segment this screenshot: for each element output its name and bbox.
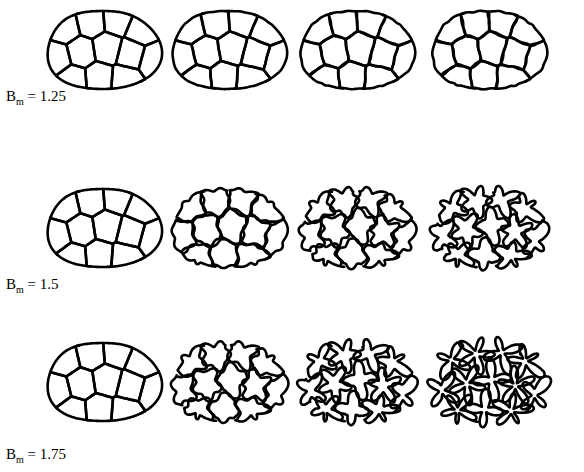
cell-cluster [173, 11, 288, 89]
cell-cluster [297, 339, 418, 425]
cell-outline [362, 65, 398, 89]
parameter-label: Bm = 1.75 [4, 446, 68, 463]
parameter-value: = 1.75 [24, 446, 66, 462]
cell-outline [124, 347, 158, 378]
cell-outline [493, 393, 534, 424]
cell-cluster [430, 186, 549, 270]
symbol-letter: B [6, 88, 16, 104]
cell-outline [124, 15, 158, 46]
cell-outline [235, 244, 271, 267]
parameter-label: Bm = 1.25 [4, 88, 68, 105]
cell-outline [312, 243, 344, 266]
parameter-label: Bm = 1.5 [4, 276, 61, 293]
cell-outline [109, 242, 145, 266]
cell-outline [234, 65, 270, 89]
symbol-subscript: m [16, 284, 24, 295]
cell-outline [109, 64, 145, 88]
cell-outline [250, 15, 284, 45]
symbol-letter: B [6, 276, 16, 292]
cell-outline [391, 219, 416, 259]
cell-outline [444, 243, 477, 267]
symbol-subscript: m [16, 454, 24, 465]
cell-outline [459, 337, 494, 374]
cell-cluster [172, 188, 288, 268]
cell-outline [363, 243, 399, 268]
cell-outline [495, 242, 532, 269]
cell-outline [390, 375, 418, 412]
cell-outline [85, 239, 113, 267]
cell-outline [379, 194, 412, 222]
cell-outline [209, 393, 239, 424]
cell-outline [210, 61, 237, 89]
cell-outline [441, 395, 477, 424]
cell-outline [85, 61, 113, 89]
cell-outline [193, 215, 221, 247]
cell-cluster [171, 341, 288, 423]
cell-outline [263, 373, 288, 413]
cell-cluster [48, 11, 162, 89]
parameter-value: = 1.25 [24, 88, 66, 104]
cell-outline [109, 396, 145, 420]
cell-outline [311, 396, 345, 421]
cell-outline [523, 221, 550, 259]
cell-outline [337, 238, 367, 269]
cell-outline [362, 395, 400, 423]
cell-outline [495, 65, 531, 89]
cell-outline [521, 376, 551, 412]
cell-cluster [432, 11, 547, 90]
cell-cluster [300, 11, 415, 89]
cell-outline [377, 346, 412, 377]
cell-outline [235, 397, 271, 421]
symbol-subscript: m [16, 96, 24, 107]
cell-outline [470, 61, 497, 89]
cell-cluster [299, 187, 417, 269]
cell-outline [510, 193, 544, 222]
cell-cluster [48, 189, 162, 267]
cell-cluster [48, 343, 162, 421]
cell-outline [85, 393, 113, 421]
cell-outline [507, 344, 544, 378]
parameter-value: = 1.5 [24, 276, 59, 292]
cell-outline [124, 193, 158, 224]
symbol-letter: B [6, 446, 16, 462]
cell-cluster [427, 337, 551, 427]
cell-outline [338, 61, 365, 89]
cell-outline [210, 239, 238, 268]
